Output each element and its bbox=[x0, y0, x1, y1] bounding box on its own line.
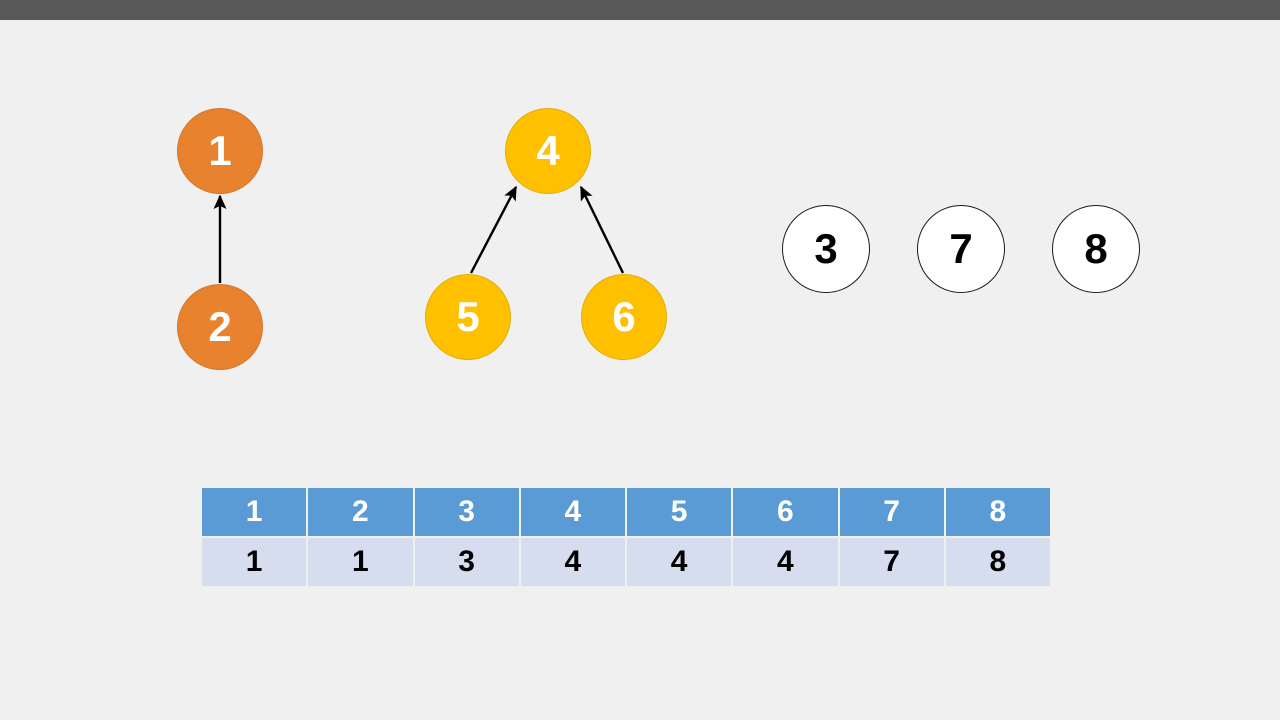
graph-node-label: 7 bbox=[949, 225, 973, 272]
graph-node-8[interactable]: 8 bbox=[1052, 205, 1140, 293]
parent-cell-7: 7 bbox=[839, 538, 944, 586]
index-cell-7: 7 bbox=[839, 488, 944, 536]
graph-node-label: 4 bbox=[536, 127, 560, 174]
index-cell-8: 8 bbox=[945, 488, 1050, 536]
index-cell-1: 1 bbox=[202, 488, 307, 536]
index-cell-5: 5 bbox=[627, 488, 732, 536]
graph-node-label: 8 bbox=[1084, 225, 1108, 272]
parent-cell-1: 1 bbox=[202, 538, 307, 586]
graph-node-1[interactable]: 1 bbox=[177, 108, 263, 194]
index-cell-3: 3 bbox=[414, 488, 519, 536]
top-bar bbox=[0, 0, 1280, 20]
parent-cell-5: 4 bbox=[627, 538, 732, 586]
index-cell-6: 6 bbox=[733, 488, 838, 536]
index-cell-4: 4 bbox=[520, 488, 625, 536]
parent-cell-6: 4 bbox=[733, 538, 838, 586]
edges-group bbox=[213, 185, 625, 283]
graph-node-3[interactable]: 3 bbox=[782, 205, 870, 293]
parent-cell-4: 4 bbox=[520, 538, 625, 586]
graph-node-4[interactable]: 4 bbox=[505, 108, 591, 194]
graph-node-5[interactable]: 5 bbox=[425, 274, 511, 360]
graph-node-7[interactable]: 7 bbox=[917, 205, 1005, 293]
graph-node-label: 6 bbox=[612, 293, 636, 340]
graph-node-6[interactable]: 6 bbox=[581, 274, 667, 360]
edge-5-to-4 bbox=[469, 185, 518, 274]
parent-cell-3: 3 bbox=[414, 538, 519, 586]
edge-6-to-4 bbox=[579, 185, 625, 274]
parent-cell-8: 8 bbox=[945, 538, 1050, 586]
graph-node-label: 5 bbox=[456, 293, 480, 340]
graph-node-2[interactable]: 2 bbox=[177, 284, 263, 370]
graph-node-label: 3 bbox=[814, 225, 838, 272]
graph-node-label: 1 bbox=[208, 127, 232, 174]
parent-cell-2: 1 bbox=[308, 538, 413, 586]
graph-node-label: 2 bbox=[208, 303, 232, 350]
index-cell-2: 2 bbox=[308, 488, 413, 536]
